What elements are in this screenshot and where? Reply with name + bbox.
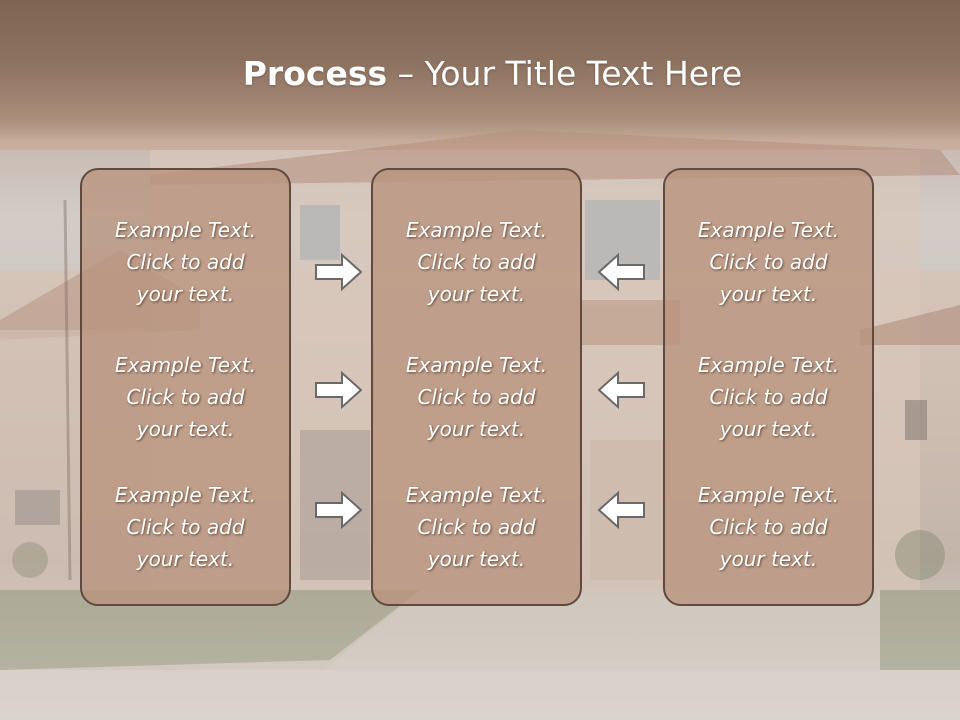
text-line: your text.	[427, 417, 526, 441]
card-1-text-1[interactable]: Example Text. Click to add your text.	[82, 214, 289, 310]
card-3-text-3[interactable]: Example Text. Click to add your text.	[665, 479, 872, 575]
text-line: Click to add	[126, 250, 245, 274]
text-line: Click to add	[126, 385, 245, 409]
card-2-text-1[interactable]: Example Text. Click to add your text.	[373, 214, 580, 310]
text-line: Example Text.	[697, 353, 840, 377]
text-line: Click to add	[709, 385, 828, 409]
text-line: Click to add	[417, 515, 536, 539]
arrow-right-icon	[314, 370, 364, 410]
title-bold: Process	[242, 54, 388, 93]
card-1-text-2[interactable]: Example Text. Click to add your text.	[82, 349, 289, 445]
card-2-text-3[interactable]: Example Text. Click to add your text.	[373, 479, 580, 575]
slide-title[interactable]: Process – Your Title Text Here	[0, 52, 960, 96]
text-line: your text.	[136, 547, 235, 571]
title-rest: – Your Title Text Here	[387, 54, 743, 93]
text-line: your text.	[719, 417, 818, 441]
text-line: your text.	[136, 282, 235, 306]
text-line: Click to add	[126, 515, 245, 539]
arrow-left-icon	[596, 490, 646, 530]
card-3-text-1[interactable]: Example Text. Click to add your text.	[665, 214, 872, 310]
arrow-left-icon	[596, 252, 646, 292]
text-line: your text.	[427, 282, 526, 306]
text-line: Example Text.	[114, 483, 257, 507]
text-line: Click to add	[709, 250, 828, 274]
text-line: Click to add	[709, 515, 828, 539]
text-line: Example Text.	[405, 353, 548, 377]
text-line: your text.	[719, 547, 818, 571]
title-band	[0, 0, 960, 140]
arrow-right-icon	[314, 490, 364, 530]
process-card-3[interactable]: Example Text. Click to add your text. Ex…	[663, 168, 874, 606]
text-line: your text.	[719, 282, 818, 306]
text-line: your text.	[427, 547, 526, 571]
text-line: Click to add	[417, 385, 536, 409]
card-3-text-2[interactable]: Example Text. Click to add your text.	[665, 349, 872, 445]
text-line: your text.	[136, 417, 235, 441]
card-1-text-3[interactable]: Example Text. Click to add your text.	[82, 479, 289, 575]
arrow-right-icon	[314, 252, 364, 292]
text-line: Example Text.	[405, 483, 548, 507]
text-line: Click to add	[417, 250, 536, 274]
process-card-2[interactable]: Example Text. Click to add your text. Ex…	[371, 168, 582, 606]
text-line: Example Text.	[114, 353, 257, 377]
card-2-text-2[interactable]: Example Text. Click to add your text.	[373, 349, 580, 445]
text-line: Example Text.	[697, 483, 840, 507]
text-line: Example Text.	[697, 218, 840, 242]
arrow-left-icon	[596, 370, 646, 410]
process-card-1[interactable]: Example Text. Click to add your text. Ex…	[80, 168, 291, 606]
text-line: Example Text.	[405, 218, 548, 242]
text-line: Example Text.	[114, 218, 257, 242]
